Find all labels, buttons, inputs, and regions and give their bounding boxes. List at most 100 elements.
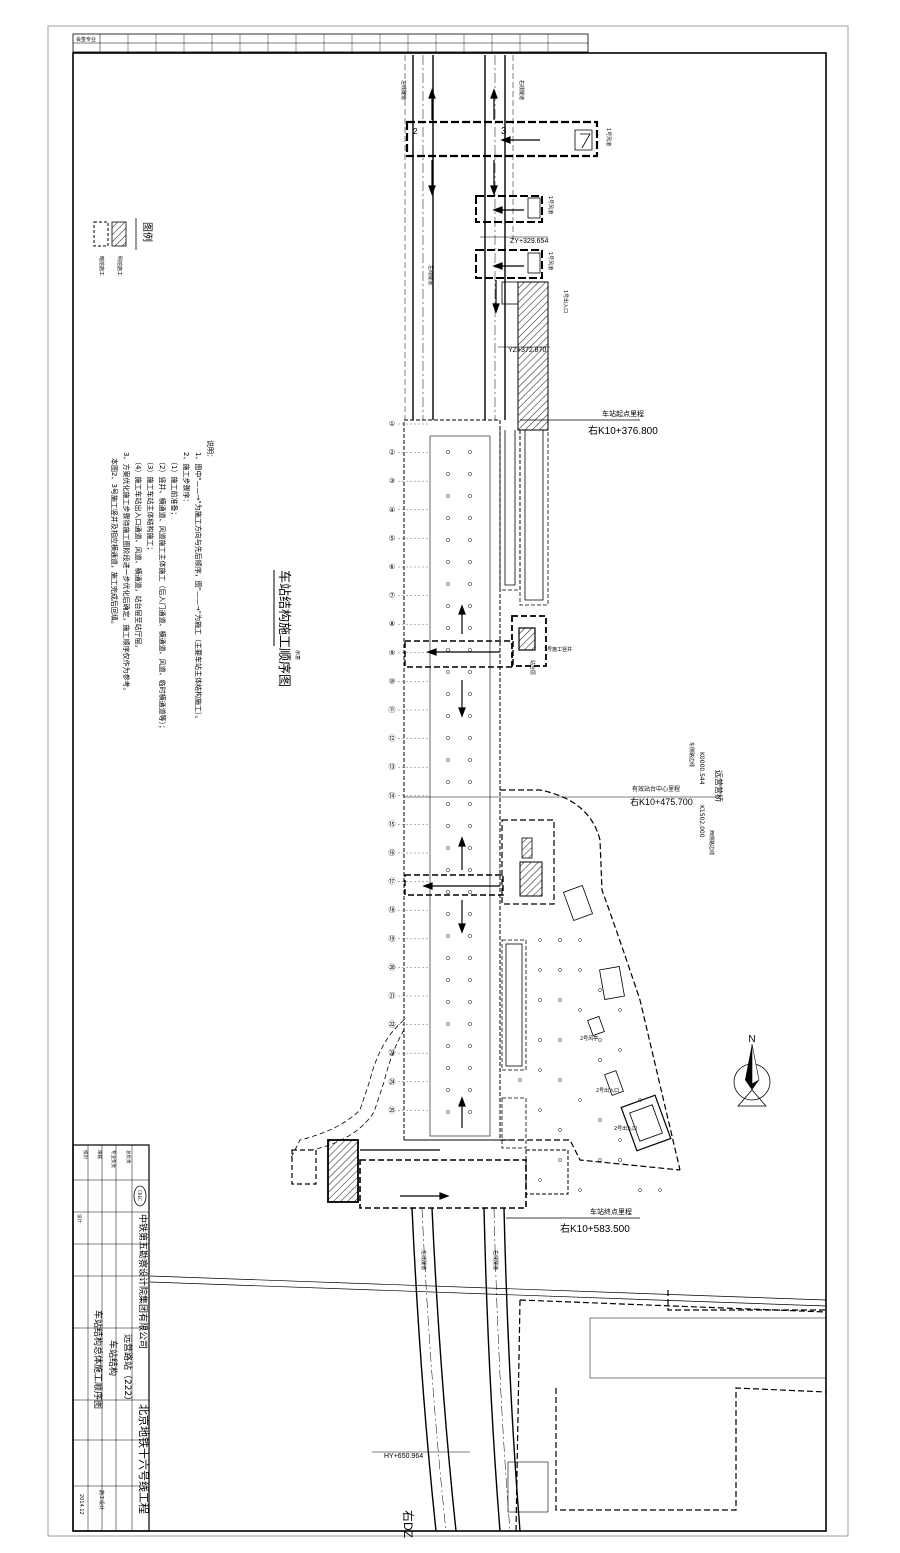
column-dot — [468, 934, 472, 938]
legend-swatch-mined — [93, 221, 109, 247]
legend-item-open-cut: 明挖施工 — [116, 256, 123, 276]
column-dot — [468, 1044, 472, 1048]
outer-frame — [47, 25, 849, 1537]
column-dot — [468, 802, 472, 806]
shaft-1-upper — [475, 195, 543, 223]
column-dot — [446, 846, 450, 850]
column-dot — [468, 1088, 472, 1092]
column-dot — [446, 758, 450, 762]
column-dot — [446, 1000, 450, 1004]
notes-line-4: （2）竖井、横通道、风道施工主体施工（后入门通道、横通道、风道、临时横通道等）； — [158, 458, 167, 732]
column-dot — [446, 780, 450, 784]
exit-2b-label: 2号出入口 — [614, 1125, 637, 1132]
entrance-label: 1号出入口 — [562, 290, 569, 313]
hall-dot — [558, 968, 562, 972]
row-2: 专业负责 — [110, 1150, 117, 1168]
hall-dot — [618, 1008, 622, 1012]
hall-dot — [578, 938, 582, 942]
right-tunnel-label: 右线隧道 — [518, 80, 525, 100]
plan-scale: 示意 — [294, 650, 301, 660]
axis-label: ㉕ — [389, 1106, 396, 1114]
shaft-a-label: 1号风道 — [547, 196, 554, 214]
column-dot — [468, 1066, 472, 1070]
axis-label: ㉓ — [389, 1049, 396, 1057]
left-channel — [289, 1019, 405, 1161]
axis-label: ② — [389, 449, 395, 457]
street-text: 远营营桥 — [714, 770, 724, 802]
station-center-mileage: 右K10+475.700 — [630, 796, 693, 807]
column-dot — [446, 670, 450, 674]
plan-title: 车站结构施工顺序图 — [276, 570, 292, 687]
hall-dot — [598, 1118, 602, 1122]
row-5: 设计 — [76, 1214, 83, 1223]
column-dot — [468, 626, 472, 630]
station-start-mileage: 右K10+376.800 — [588, 424, 658, 437]
row-1: 总负责 — [125, 1150, 132, 1164]
hall-dot — [538, 1068, 542, 1072]
hall-stair-core-2 — [521, 837, 533, 859]
shaft-3-outline — [574, 129, 593, 151]
column-dot — [446, 494, 450, 498]
wind-2-label: 2号风亭 — [580, 1035, 598, 1042]
column-dot — [468, 560, 472, 564]
axis-label: ⑱ — [389, 906, 396, 914]
notes-line-8: 本图2、3号施工竖井及相应横通道，施工完成后回填。 — [110, 458, 119, 628]
left-tunnel-label-2: 左线隧道 — [427, 265, 434, 285]
axis-label: ① — [389, 420, 395, 428]
company-logo — [133, 1185, 147, 1207]
yz-mark: YZ+372.870 — [508, 347, 546, 354]
column-dot — [446, 802, 450, 806]
end-shaft-outline — [291, 1149, 317, 1185]
mid-code1: K0000.544 — [698, 752, 705, 785]
hall-rooms — [501, 884, 672, 1152]
shaft-box — [527, 197, 541, 219]
shaft-box-2 — [527, 252, 541, 274]
hall-stair-core — [519, 861, 543, 897]
mid-left-label: 东侧路边线 — [688, 742, 695, 767]
column-dot — [468, 538, 472, 542]
column-dot — [468, 1022, 472, 1026]
station-body — [403, 419, 510, 1141]
notes-line-6: （4）施工车站出入口通道、风道、横通道，站台层至站厅层。 — [134, 458, 143, 651]
column-dot — [446, 890, 450, 894]
hall-dot — [578, 1098, 582, 1102]
notes-line-7: 3、方案优化施工步骤待施工图阶段进一步优化后确定，施工顺序仅作为参考。 — [122, 452, 131, 694]
hall-dot — [618, 1048, 622, 1052]
hall-dot — [558, 998, 562, 1002]
column-dot — [468, 890, 472, 894]
entrance-box — [501, 281, 519, 305]
axis-label: ④ — [389, 506, 395, 514]
axis-label: ⑲ — [389, 935, 396, 943]
column-dot — [468, 758, 472, 762]
axis-label: ⑪ — [389, 706, 396, 714]
station-name: 远营路站（222） — [122, 1334, 134, 1405]
shaft-3-number: 3 — [501, 126, 507, 137]
hy-mark: HY+650.964 — [384, 1453, 423, 1460]
column-dot — [446, 824, 450, 828]
hall-dot — [578, 1188, 582, 1192]
column-dot — [446, 582, 450, 586]
signoff-title: 会签专业 — [76, 36, 96, 43]
column-dot — [468, 582, 472, 586]
hall-dot — [618, 1158, 622, 1162]
column-dot — [468, 956, 472, 960]
hall-dot — [558, 1078, 562, 1082]
column-dot — [446, 538, 450, 542]
axis-label: ⑰ — [389, 878, 396, 886]
end-cross-passage — [359, 1159, 527, 1209]
hall-dot — [538, 938, 542, 942]
axis-label: ⑨ — [389, 649, 395, 657]
column-dot — [446, 1022, 450, 1026]
project-name: 北京地铁十六号线工程 — [137, 1404, 151, 1514]
axis-label: ⑫ — [389, 735, 396, 743]
section-name: 车站结构 — [107, 1340, 119, 1376]
column-dots — [446, 450, 472, 1114]
road-lines — [149, 1275, 827, 1532]
column-dot — [446, 868, 450, 872]
vertical-shaft-mid — [511, 615, 547, 667]
column-dot — [446, 472, 450, 476]
legend-item-mined: 暗挖施工 — [98, 256, 105, 276]
shaft-2-number: 2 — [413, 127, 418, 136]
zy-mark: ZY+329.654 — [510, 238, 548, 245]
